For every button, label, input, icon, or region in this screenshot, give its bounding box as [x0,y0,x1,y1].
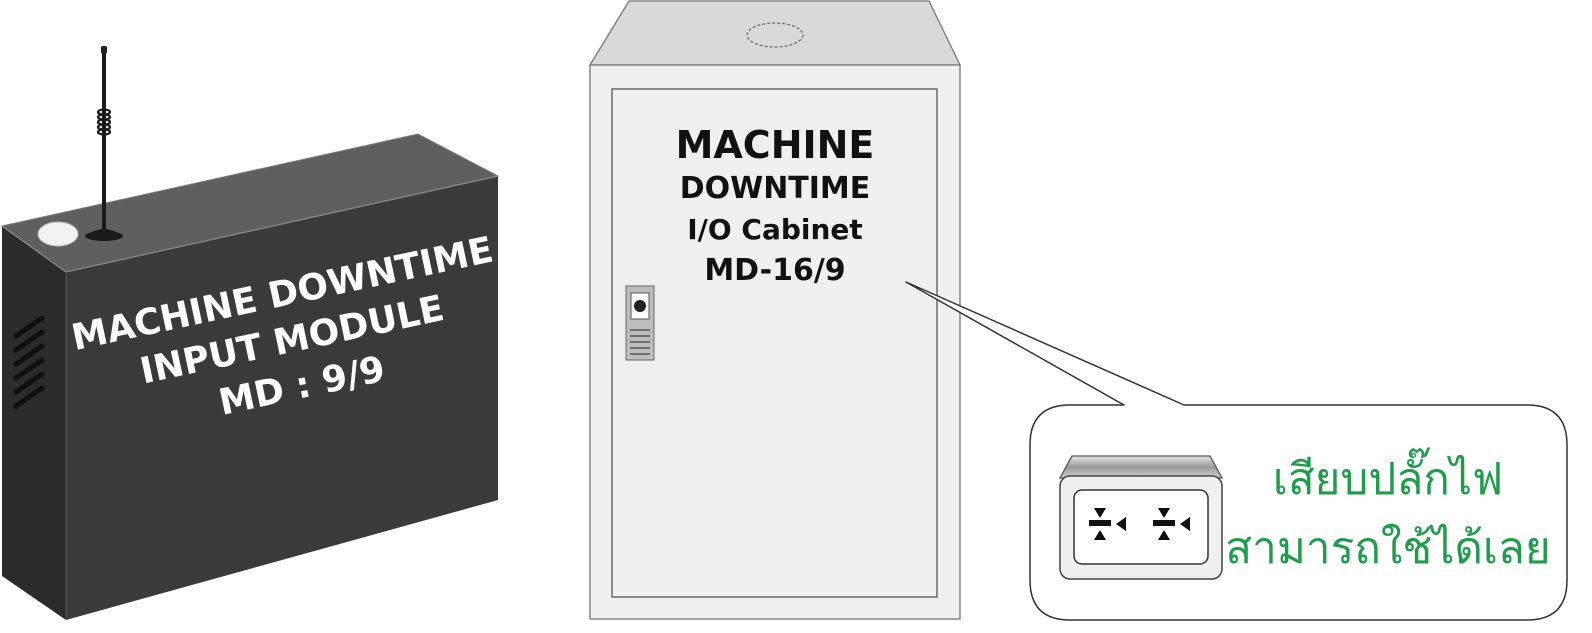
callout-text-line2: สามารถใช้ได้เลย [1225,523,1550,574]
cabinet-door [611,88,938,598]
callout-text-line1: เสียบปลั๊กไฟ [1273,447,1503,505]
vent-slots-icon [13,315,45,409]
cabinet-top-face [588,0,962,66]
power-outlet-icon [1058,455,1224,580]
cable-hole-icon [746,22,804,48]
cabinet-label-line3: I/O Cabinet [687,213,863,246]
io-cabinet: MACHINE DOWNTIME I/O Cabinet MD-16/9 [588,0,962,620]
power-callout: เสียบปลั๊กไฟ สามารถใช้ได้เลย [905,281,1568,621]
cabinet-label-line1: MACHINE [676,123,875,167]
cabinet-label-line4: MD-16/9 [704,253,845,288]
status-light-icon [37,221,79,247]
input-module-front-face [66,176,498,620]
door-lock-icon [625,285,655,361]
cabinet-label-line2: DOWNTIME [680,171,871,206]
input-module-box: MACHINE DOWNTIME INPUT MODULE MD : 9/9 [0,46,500,620]
antenna-icon [85,46,123,241]
input-module-side-face [2,226,66,620]
